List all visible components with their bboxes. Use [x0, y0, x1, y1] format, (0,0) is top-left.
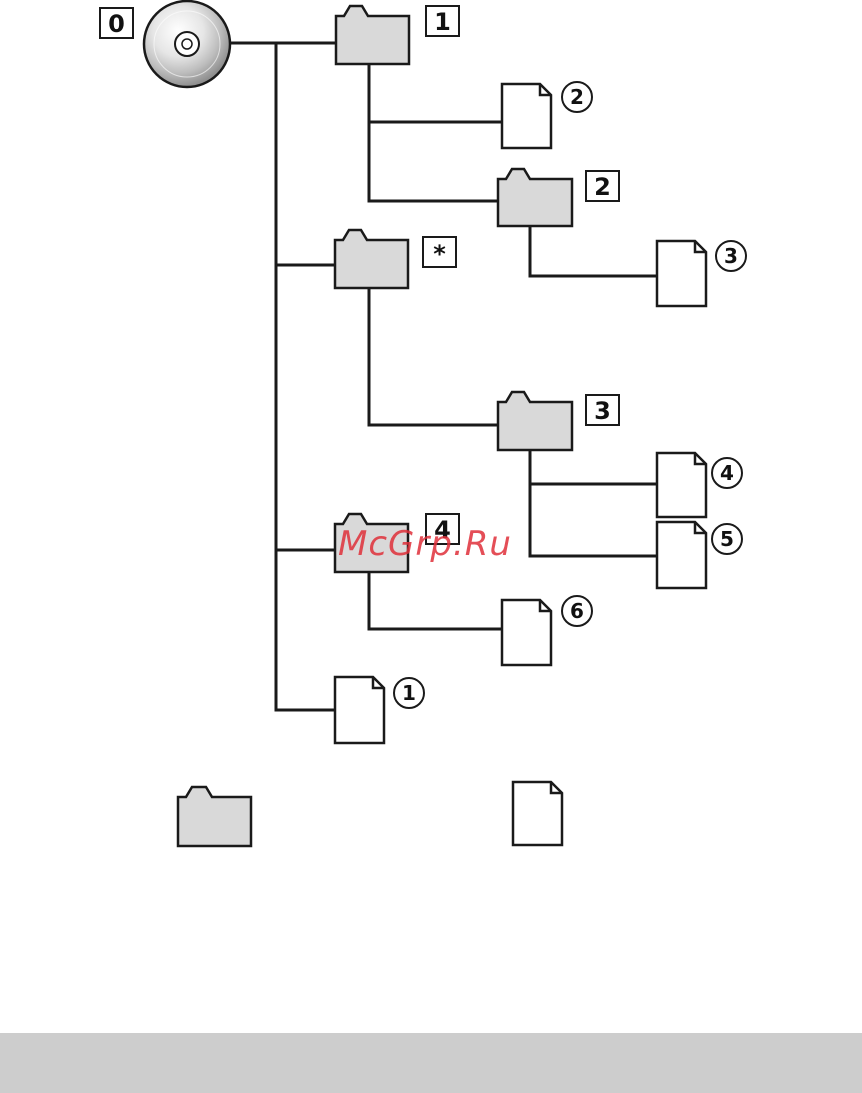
folder-3-label: 3 [594, 397, 611, 425]
legend-file [513, 782, 562, 845]
folder-3: 3 [498, 392, 619, 450]
file-1-label: 1 [402, 681, 416, 705]
legend-folder-icon [178, 787, 251, 846]
folder-1-label: 1 [434, 8, 451, 36]
folder-icon [336, 6, 409, 64]
folder-star: * [335, 230, 456, 288]
tree-connectors [230, 43, 658, 710]
folder-1: 1 [336, 6, 459, 64]
root-disc: 0 [100, 1, 230, 87]
file-3: 3 [657, 241, 746, 306]
disc-icon [144, 1, 230, 87]
folder-icon [498, 169, 572, 226]
folder-icon [498, 392, 572, 450]
file-4: 4 [657, 453, 742, 517]
connector-folder-2-to-file-3 [530, 226, 658, 276]
file-4-label: 4 [720, 461, 734, 485]
file-6: 6 [502, 596, 592, 665]
file-icon [502, 84, 551, 148]
folder-2-label: 2 [594, 173, 611, 201]
root-label: 0 [108, 10, 125, 38]
file-5: 5 [657, 522, 742, 588]
file-6-label: 6 [570, 599, 584, 623]
folder-2: 2 [498, 169, 619, 226]
root-label-box: 0 [100, 8, 133, 38]
folder-star-label: * [433, 240, 446, 268]
legend-folder [178, 787, 251, 846]
folder-icon [335, 230, 408, 288]
connector-folder-star-to-folder-3 [369, 288, 500, 425]
main-trunk-line [276, 43, 336, 710]
file-2: 2 [502, 82, 592, 148]
watermark-text: McGrp.Ru [338, 524, 512, 564]
file-1: 1 [335, 677, 424, 743]
file-3-label: 3 [724, 244, 738, 268]
connector-folder-1-children [369, 64, 500, 201]
file-5-label: 5 [720, 527, 734, 551]
footer-bar [0, 1033, 862, 1093]
file-icon [657, 453, 706, 517]
connector-folder-4-to-file-6 [369, 572, 502, 629]
legend-file-icon [513, 782, 562, 845]
file-2-label: 2 [570, 85, 584, 109]
connector-folder-3-children [530, 450, 658, 556]
